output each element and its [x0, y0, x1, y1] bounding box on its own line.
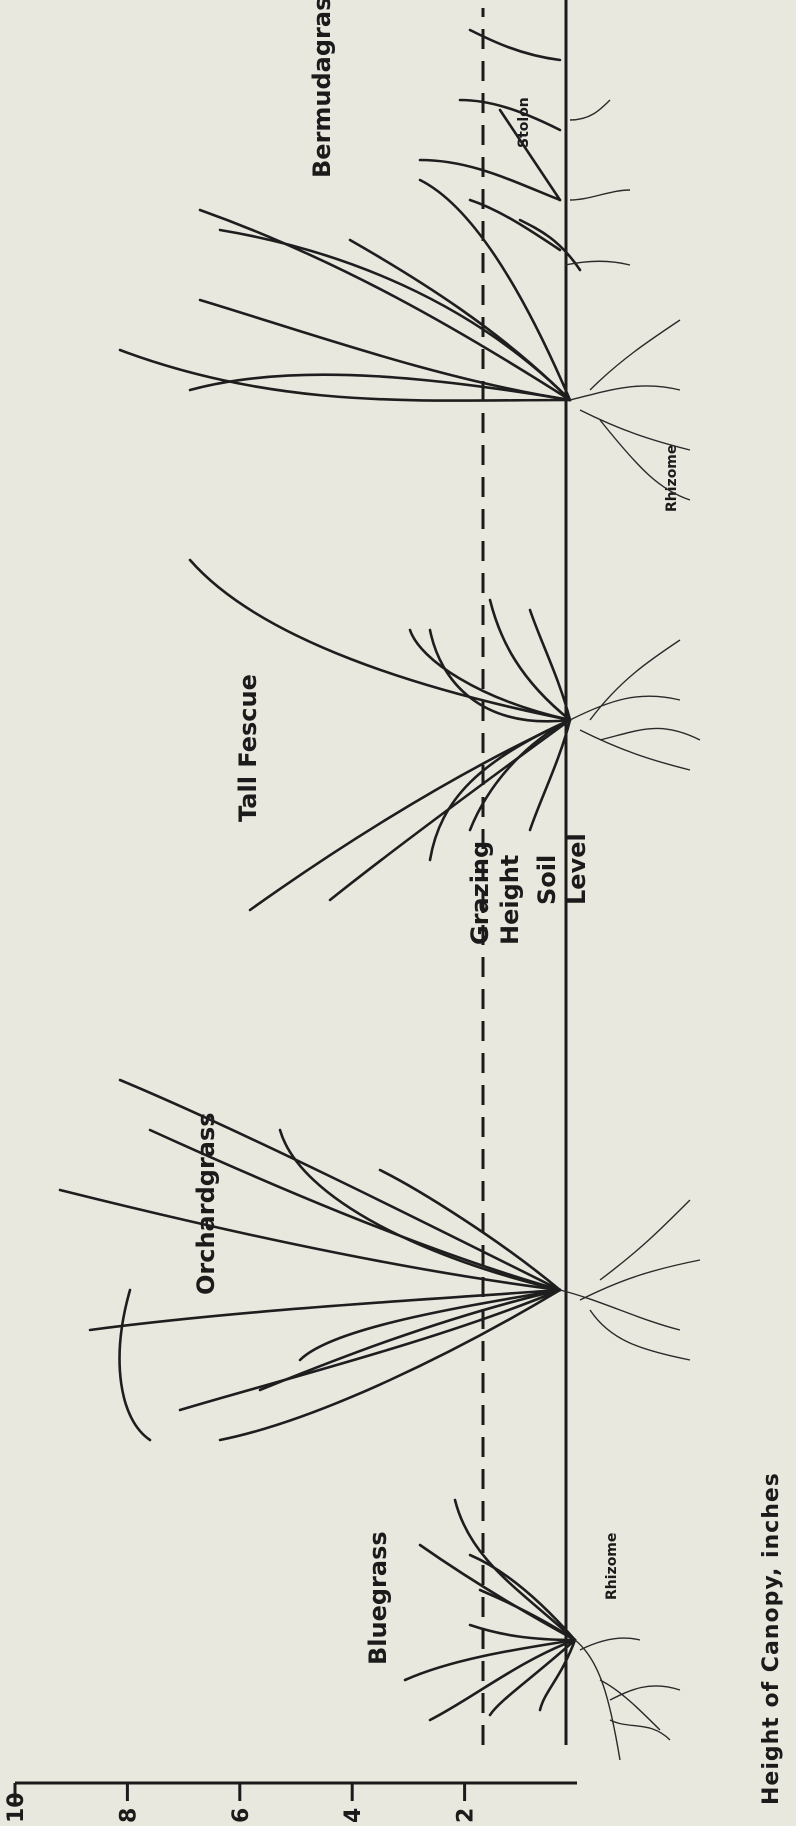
axis-tick-label: 4: [341, 1808, 366, 1823]
axis-ticks: 2 4 6 8 10: [4, 1783, 479, 1823]
tall-fescue-label: Tall Fescue: [234, 674, 262, 822]
axis-tick-label: 10: [4, 1792, 29, 1823]
grazing-label-line1: Grazing: [466, 841, 494, 945]
soil-label-line1: Soil: [533, 855, 561, 905]
grazing-label-line2: Height: [496, 855, 524, 945]
bermudagrass-label: Bermudagrass: [308, 0, 336, 178]
axis-label: Height of Canopy, inches: [759, 1472, 784, 1805]
axis-tick-label: 6: [229, 1808, 254, 1823]
bluegrass-rhizome-label: Rhizome: [604, 1533, 620, 1600]
tall-fescue-drawing: [190, 560, 700, 910]
bluegrass-label: Bluegrass: [364, 1531, 392, 1665]
bermudagrass-drawing: [120, 30, 690, 500]
bluegrass-drawing: [405, 1500, 680, 1760]
axis-tick-label: 2: [454, 1808, 479, 1823]
orchardgrass-drawing: [60, 1080, 700, 1440]
soil-label-line2: Level: [563, 833, 591, 905]
bermudagrass-stolon-label: Stolon: [516, 97, 532, 148]
height-axis: [15, 1783, 577, 1803]
bermudagrass-rhizome-label: Rhizome: [664, 445, 680, 512]
orchardgrass-label: Orchardgrass: [192, 1112, 220, 1295]
axis-tick-label: 8: [116, 1808, 141, 1823]
